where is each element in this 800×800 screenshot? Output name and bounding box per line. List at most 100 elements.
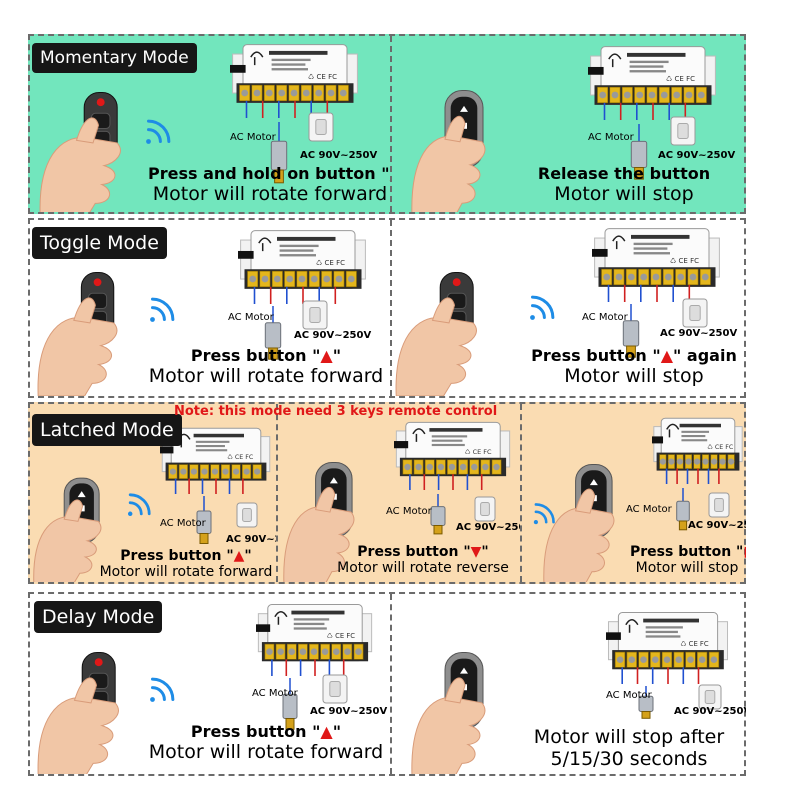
power-label: AC 90V~250V (310, 706, 388, 717)
wireless-signal-icon (532, 500, 558, 526)
delay-right-instruction: Motor will stop after 5/15/30 seconds (533, 726, 725, 770)
wall-switch-icon (698, 684, 722, 710)
relay-module-icon: ♺ CE FC (652, 414, 744, 484)
wireless-signal-icon (148, 674, 178, 704)
relay-module-icon: ♺ CE FC (588, 42, 718, 120)
ac-motor-icon (636, 686, 656, 720)
latched-panel-forward: ♺ CE FC AC Motor AC 90V~250V Press butto… (30, 404, 276, 582)
latched-mode-label: Latched Mode (32, 414, 182, 446)
relay-module-icon: ♺ CE FC (606, 608, 730, 684)
latched-reverse-instruction: Press button "▼" Motor will rotate rever… (337, 544, 509, 576)
delay-right-panel: ♺ CE FC AC Motor AC 90V~250V Motor will … (392, 594, 746, 774)
hand-icon (36, 270, 144, 396)
wall-switch-icon (236, 502, 258, 528)
power-label: AC 90V~250V (688, 520, 746, 531)
hand-icon (410, 88, 510, 212)
svg-text:♺ CE FC: ♺ CE FC (465, 448, 492, 456)
relay-module-icon: ♺ CE FC (256, 600, 374, 676)
section-divider (390, 36, 392, 212)
wall-switch-icon (302, 300, 328, 330)
latched-stop-instruction: Press button "■" Motor will stop (630, 544, 746, 576)
power-label: AC 90V~250V (300, 150, 378, 161)
latched-mode-note: Note: this mode need 3 keys remote contr… (174, 404, 498, 419)
hand-icon (410, 650, 510, 774)
momentary-mode-section: Momentary Mode ♺ CE FC AC Motor AC 90V~2… (28, 34, 746, 214)
hand-icon (542, 462, 638, 582)
toggle-left-panel: ♺ CE FC AC Motor AC 90V~250V Press butto… (30, 220, 390, 396)
hand-icon (38, 90, 148, 212)
ac-motor-icon (268, 122, 290, 186)
toggle-mode-label: Toggle Mode (32, 227, 167, 259)
relay-module-icon: ♺ CE FC (230, 40, 360, 118)
toggle-right-panel: ♺ CE FC AC Motor AC 90V~250V Press butto… (392, 220, 746, 396)
latched-mode-section: Latched Mode Note: this mode need 3 keys… (28, 402, 746, 584)
momentary-left-panel: ♺ CE FC AC Motor AC 90V~250V Press and h… (30, 36, 390, 212)
relay-module-icon: ♺ CE FC (238, 226, 368, 304)
hand-icon (282, 460, 378, 582)
ac-motor-label: AC Motor (626, 504, 672, 515)
hand-icon (394, 270, 504, 396)
svg-text:♺ CE FC: ♺ CE FC (666, 74, 695, 83)
wall-switch-icon (322, 674, 348, 704)
wireless-signal-icon (528, 292, 558, 322)
momentary-right-panel: ♺ CE FC AC Motor AC 90V~250V Release the… (392, 36, 746, 212)
wireless-signal-icon (148, 294, 178, 324)
ac-motor-label: AC Motor (582, 312, 628, 323)
hand-icon (36, 650, 146, 774)
wireless-signal-icon (126, 490, 154, 518)
svg-text:♺ CE FC: ♺ CE FC (316, 258, 345, 267)
svg-text:♺ CE FC: ♺ CE FC (670, 256, 699, 265)
toggle-left-instruction: Press button "▲" Motor will rotate forwa… (148, 346, 384, 387)
section-divider (520, 404, 522, 582)
ac-motor-label: AC Motor (606, 690, 652, 701)
delay-mode-label: Delay Mode (34, 601, 163, 633)
latched-panel-reverse: ♺ CE FC AC Motor AC 90V~250V Press butto… (278, 404, 520, 582)
toggle-right-instruction: Press button "▲" again Motor will stop (531, 346, 737, 387)
svg-text:♺ CE FC: ♺ CE FC (308, 72, 337, 81)
delay-mode-section: Delay Mode ♺ CE FC AC Motor AC 90V~250V … (28, 592, 746, 776)
relay-module-icon: ♺ CE FC (394, 418, 512, 490)
wall-switch-icon (682, 298, 708, 328)
latched-panel-stop: ♺ CE FC AC Motor AC 90V~250V Press butto… (522, 404, 746, 582)
toggle-mode-section: Toggle Mode ♺ CE FC AC Motor AC 90V~250V… (28, 218, 746, 398)
ac-motor-icon (280, 678, 300, 732)
latched-forward-instruction: Press button "▲" Motor will rotate forwa… (99, 548, 273, 580)
ac-motor-label: AC Motor (228, 312, 274, 323)
wall-switch-icon (670, 116, 696, 146)
power-label: AC 90V~250V (294, 330, 372, 341)
wall-switch-icon (474, 496, 496, 522)
ac-motor-icon (620, 304, 642, 360)
ac-motor-label: AC Motor (588, 132, 634, 143)
svg-text:♺ CE FC: ♺ CE FC (327, 632, 355, 640)
ac-motor-icon (262, 306, 284, 362)
section-divider (390, 220, 392, 396)
section-divider (276, 404, 278, 582)
momentary-left-instruction: Press and hold on button "▲" Motor will … (148, 164, 390, 205)
momentary-mode-label: Momentary Mode (32, 43, 197, 73)
delay-left-instruction: Press button "▲" Motor will rotate forwa… (148, 722, 384, 763)
section-divider (390, 594, 392, 774)
power-label: AC 90V~250V (226, 534, 276, 545)
wireless-signal-icon (144, 116, 174, 146)
ac-motor-icon (194, 496, 214, 546)
power-label: AC 90V~250V (674, 706, 746, 717)
wall-switch-icon (308, 112, 334, 142)
svg-text:♺ CE FC: ♺ CE FC (707, 444, 734, 451)
power-label: AC 90V~250V (660, 328, 738, 339)
ac-motor-label: AC Motor (230, 132, 276, 143)
ac-motor-label: AC Motor (386, 506, 432, 517)
delay-left-panel: ♺ CE FC AC Motor AC 90V~250V Press butto… (30, 594, 390, 774)
wall-switch-icon (708, 492, 730, 518)
svg-text:♺ CE FC: ♺ CE FC (680, 640, 708, 648)
ac-motor-icon (674, 488, 692, 532)
ac-motor-label: AC Motor (160, 518, 206, 529)
relay-module-icon: ♺ CE FC (592, 224, 722, 302)
power-label: AC 90V~250V (658, 150, 736, 161)
ac-motor-label: AC Motor (252, 688, 298, 699)
momentary-right-instruction: Release the button Motor will stop (537, 164, 711, 205)
ac-motor-icon (428, 494, 448, 536)
hand-icon (32, 476, 124, 582)
power-label: AC 90V~250V (456, 522, 520, 533)
svg-text:♺ CE FC: ♺ CE FC (227, 454, 254, 461)
ac-motor-icon (628, 124, 650, 182)
